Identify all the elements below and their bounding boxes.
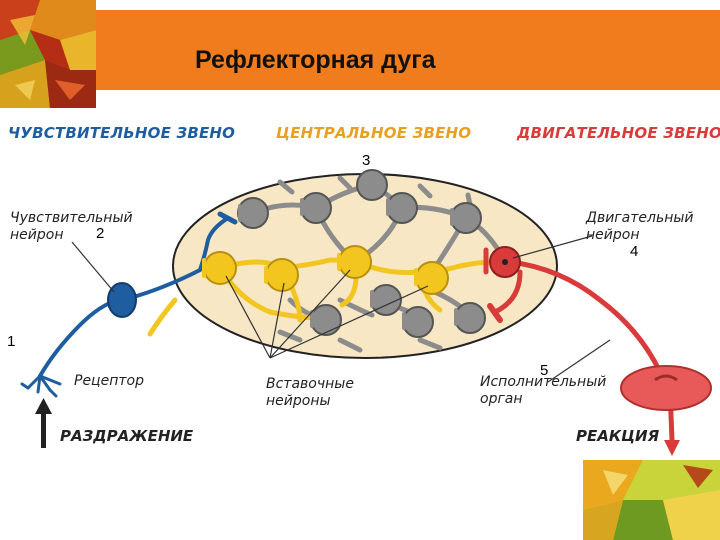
stimulus-arrow (35, 398, 52, 448)
sensory-neuron-label-line1: Чувствительный (10, 210, 133, 226)
autumn-leaves-image-bottom (583, 460, 720, 540)
motor-neuron-label-line2: нейрон (586, 227, 640, 243)
interneurons-label-line1: Вставочные (266, 376, 354, 392)
synapse-marks (238, 198, 458, 330)
central-link-header: ЦЕНТРАЛЬНОЕ ЗВЕНО (276, 124, 472, 142)
sensory-neuron-label-line2: нейрон (10, 227, 64, 243)
receptor-endings (20, 374, 62, 398)
yellow-interneurons (203, 245, 449, 295)
number-3: 3 (362, 152, 371, 169)
number-4: 4 (630, 243, 639, 260)
effector-label-line2: орган (480, 391, 523, 407)
motor-neuron-label: Двигательный нейрон (586, 210, 694, 244)
gray-interneurons (237, 169, 486, 338)
number-1: 1 (7, 333, 16, 350)
effector-organ (620, 365, 712, 411)
reaction-arrow (664, 440, 680, 456)
autumn-leaves-image-top (0, 0, 96, 108)
effector-label: Исполнительный орган (480, 374, 606, 408)
interneurons-label: Вставочные нейроны (266, 376, 354, 410)
interneurons-label-line2: нейроны (266, 393, 331, 409)
reaction-label: РЕАКЦИЯ (576, 427, 660, 445)
slide-title: Рефлекторная дуга (195, 46, 436, 74)
number-5: 5 (540, 362, 549, 379)
number-2: 2 (96, 225, 105, 242)
sensory-link-header: ЧУВСТВИТЕЛЬНОЕ ЗВЕНО (8, 124, 236, 142)
motor-link-header: ДВИГАТЕЛЬНОЕ ЗВЕНО (517, 124, 720, 142)
effector-label-line1: Исполнительный (480, 374, 607, 390)
title-bar (96, 10, 720, 90)
sensory-neuron (107, 282, 137, 318)
receptor-label: Рецептор (74, 373, 144, 389)
motor-neuron-label-line1: Двигательный (586, 210, 694, 226)
sensory-neuron-label: Чувствительный нейрон (10, 210, 133, 244)
stimulus-label: РАЗДРАЖЕНИЕ (60, 427, 194, 445)
leader-lines (71, 235, 611, 383)
